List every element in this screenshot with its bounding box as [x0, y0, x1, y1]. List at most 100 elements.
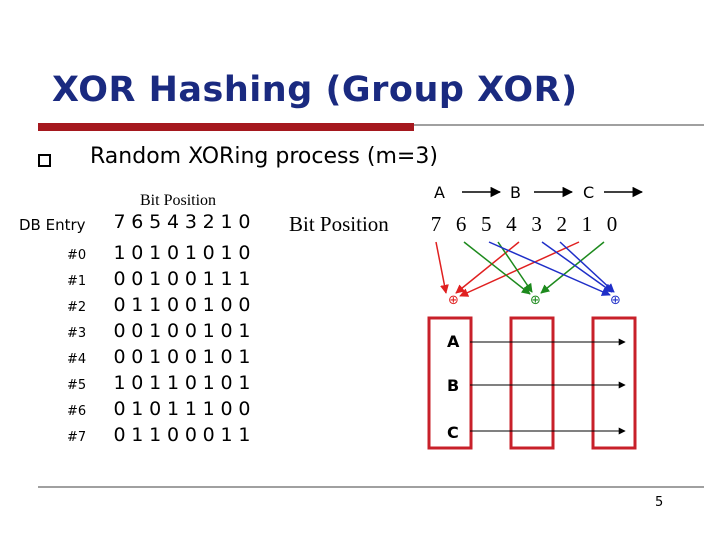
bit-cell: 1 [184, 398, 197, 420]
bit-cell: 0 [166, 320, 180, 342]
bit-cell: 0 [113, 424, 126, 446]
group-a-label: A [434, 183, 445, 202]
position-header: 3 [184, 211, 197, 233]
position-header: 1 [220, 211, 233, 233]
bit-cell: 0 [220, 346, 233, 368]
bit-cell: 1 [149, 346, 162, 368]
diagram-position: 4 [506, 212, 517, 236]
bit-cell: 0 [166, 268, 180, 290]
bit-cell: 1 [149, 372, 162, 394]
bit-cell: 1 [184, 242, 197, 264]
bit-cell: 0 [131, 268, 144, 290]
blue-xor-line [559, 241, 615, 293]
title-accent-bar [38, 123, 414, 131]
red-xor-line [435, 241, 449, 294]
bit-cell: 0 [131, 346, 144, 368]
bit-cell: 0 [131, 242, 144, 264]
diagram-position: 6 [455, 212, 467, 236]
xor-symbol-green: ⊕ [530, 293, 541, 308]
bit-cell: 1 [149, 320, 162, 342]
bit-cell: 1 [149, 424, 162, 446]
bit-cell: 0 [113, 398, 126, 420]
bit-cell: 0 [220, 372, 233, 394]
bit-cell: 0 [166, 294, 180, 316]
green-xor-line [497, 241, 533, 293]
bit-cell: 1 [149, 268, 162, 290]
row-label: #3 [67, 326, 87, 341]
bit-cell: 0 [113, 294, 126, 316]
bit-cell: 0 [202, 424, 215, 446]
bit-cell: 1 [131, 424, 144, 446]
bit-cell: 0 [184, 346, 197, 368]
bit-cell: 0 [113, 320, 126, 342]
bit-cell: 0 [238, 242, 251, 264]
footer-divider [38, 486, 704, 488]
diagram-position: 0 [606, 212, 618, 236]
bit-cell: 1 [202, 398, 215, 420]
bit-cell: 1 [238, 320, 251, 342]
bit-cell: 1 [166, 372, 180, 394]
bit-cell: 1 [202, 268, 215, 290]
diagram-position: 3 [531, 212, 542, 236]
bit-cell: 1 [202, 294, 215, 316]
db-entry-label: DB Entry [19, 216, 86, 234]
bit-cell: 1 [202, 320, 215, 342]
diagram-position: 1 [581, 212, 593, 236]
bit-cell: 0 [131, 320, 144, 342]
bit-cell: 0 [166, 242, 180, 264]
table-bit-position-label: Bit Position [140, 192, 217, 209]
bit-cell: 1 [149, 242, 162, 264]
diagram-position-row: 7 6 5 4 3 2 1 0 [429, 212, 619, 237]
result-label-b: B [447, 376, 460, 395]
position-header: 2 [202, 211, 215, 233]
bit-cell: 1 [131, 398, 144, 420]
bit-cell: 1 [202, 346, 215, 368]
diagram-bit-position-label: Bit Position [289, 212, 389, 236]
bit-cell: 0 [202, 242, 215, 264]
group-c-label: C [583, 183, 595, 202]
xor-symbol-red: ⊕ [448, 293, 459, 308]
row-label: #5 [67, 378, 87, 393]
position-header: 5 [149, 211, 162, 233]
result-label-c: C [447, 423, 459, 442]
bit-cell: 0 [220, 294, 233, 316]
slide-title: XOR Hashing (Group XOR) [52, 70, 578, 110]
bit-cell: 1 [238, 372, 251, 394]
bullet-icon [38, 154, 51, 167]
diagram-position: 7 [430, 212, 442, 236]
table-bit-position-row: 7 6 5 4 3 2 1 0 [112, 211, 252, 233]
red-xor-line [455, 241, 520, 294]
bit-cell: 0 [113, 346, 126, 368]
blue-xor-line [488, 241, 611, 296]
bit-cell: 1 [113, 372, 126, 394]
bit-cell: 1 [238, 346, 251, 368]
diagram-position: 2 [556, 212, 567, 236]
bit-cell: 0 [238, 398, 251, 420]
bit-cell: 0 [166, 346, 180, 368]
bit-cell: 0 [184, 294, 197, 316]
bit-cell: 0 [184, 372, 197, 394]
row-label: #1 [67, 274, 87, 289]
bit-cell: 1 [220, 424, 233, 446]
group-b-label: B [510, 183, 521, 202]
bit-cell: 1 [113, 242, 126, 264]
green-xor-line [463, 241, 531, 295]
bit-cell: 0 [238, 294, 251, 316]
bit-cell: 0 [149, 398, 162, 420]
row-label: #4 [67, 352, 87, 367]
red-xor-line [459, 241, 580, 297]
bit-cell: 0 [166, 424, 180, 446]
bit-cell: 0 [113, 268, 126, 290]
row-label: #0 [67, 248, 87, 263]
bit-cell: 1 [202, 372, 215, 394]
result-label-a: A [447, 332, 460, 351]
